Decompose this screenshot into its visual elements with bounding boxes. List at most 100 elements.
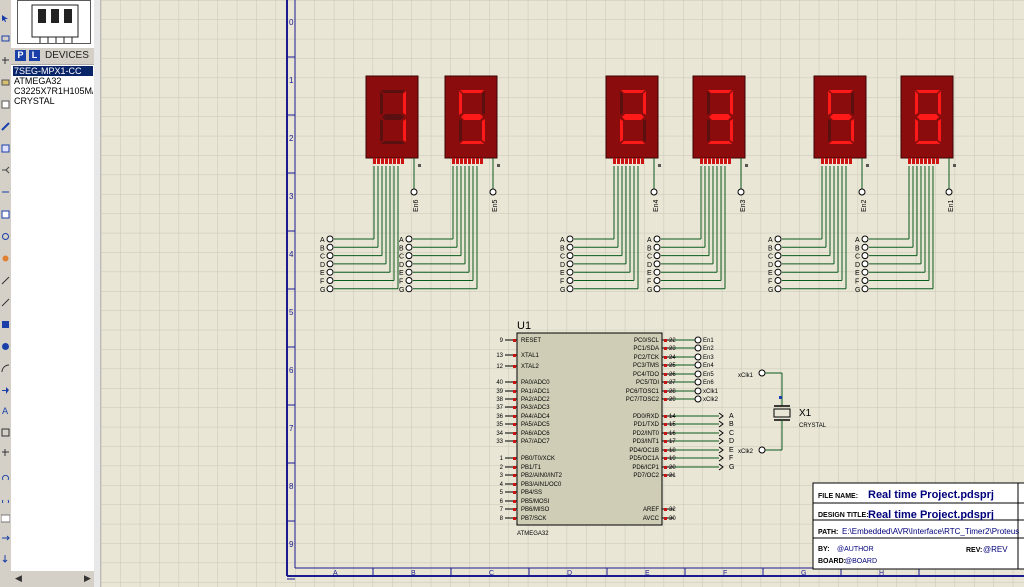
segment-terminal[interactable] (405, 285, 413, 293)
terminal-tool-icon[interactable] (1, 162, 10, 174)
segment-terminal[interactable] (861, 235, 869, 243)
segment-terminal[interactable] (405, 235, 413, 243)
segment-terminal[interactable] (653, 260, 661, 268)
graph-tool-icon[interactable] (1, 206, 10, 219)
net-terminal[interactable] (718, 463, 724, 471)
seven-segment-display[interactable] (813, 75, 869, 167)
enable-terminal[interactable] (650, 188, 658, 196)
segment-terminal[interactable] (566, 268, 574, 276)
segment-terminal[interactable] (653, 243, 661, 251)
segment-terminal[interactable] (774, 285, 782, 293)
enable-terminal[interactable] (858, 188, 866, 196)
generator-tool-icon[interactable] (1, 250, 10, 262)
segment-terminal[interactable] (326, 243, 334, 251)
segment-terminal[interactable] (653, 252, 661, 260)
crystal-terminal-top[interactable] (758, 369, 766, 377)
segment-terminal[interactable] (653, 235, 661, 243)
net-terminal[interactable] (718, 412, 724, 420)
arc-tool-icon[interactable] (1, 360, 10, 373)
segment-terminal[interactable] (566, 252, 574, 260)
library-manager-button[interactable]: L (29, 50, 40, 61)
segment-terminal[interactable] (861, 268, 869, 276)
wire-label-tool-icon[interactable] (1, 74, 10, 86)
angle-field-icon[interactable] (0, 510, 11, 523)
segment-terminal[interactable] (774, 243, 782, 251)
net-terminal[interactable] (694, 361, 702, 369)
net-terminal[interactable] (718, 437, 724, 445)
net-terminal[interactable] (694, 395, 702, 403)
segment-terminal[interactable] (326, 252, 334, 260)
segment-terminal[interactable] (326, 235, 334, 243)
mirror-y-icon[interactable] (1, 550, 10, 563)
pointer-tool-icon[interactable] (1, 10, 10, 22)
junction-tool-icon[interactable] (1, 52, 10, 64)
line-tool-icon[interactable] (1, 294, 10, 307)
segment-terminal[interactable] (774, 277, 782, 284)
net-terminal[interactable] (718, 446, 724, 454)
net-terminal[interactable] (694, 378, 702, 386)
text-script-tool-icon[interactable] (1, 96, 10, 109)
device-list-item[interactable]: CRYSTAL (14, 96, 55, 106)
seven-segment-display[interactable] (605, 75, 661, 167)
segment-terminal[interactable] (774, 252, 782, 260)
enable-terminal[interactable] (945, 188, 953, 196)
net-terminal[interactable] (718, 420, 724, 428)
seven-segment-display[interactable] (900, 75, 956, 167)
circle-tool-icon[interactable] (1, 338, 10, 350)
device-list-item[interactable]: 7SEG-MPX1-CC (13, 66, 93, 76)
net-terminal[interactable] (694, 344, 702, 352)
device-list-item[interactable]: ATMEGA32 (14, 76, 62, 86)
scroll-right-icon[interactable]: ▶ (84, 573, 91, 583)
subcircuit-tool-icon[interactable] (1, 140, 10, 153)
segment-terminal[interactable] (326, 277, 334, 284)
rotate-ccw-icon[interactable] (1, 490, 10, 506)
panel-splitter[interactable] (94, 0, 101, 587)
enable-terminal[interactable] (737, 188, 745, 196)
seven-segment-display[interactable] (444, 75, 500, 167)
rotate-cw-icon[interactable] (1, 470, 10, 481)
box-tool-icon[interactable] (1, 316, 10, 328)
net-terminal[interactable] (718, 429, 724, 437)
net-terminal[interactable] (694, 370, 702, 378)
symbol-tool-icon[interactable] (1, 424, 10, 437)
segment-terminal[interactable] (653, 277, 661, 284)
crystal-terminal-bottom[interactable] (758, 446, 766, 454)
text-tool-icon[interactable]: A (1, 402, 10, 417)
enable-terminal[interactable] (489, 188, 497, 196)
segment-terminal[interactable] (861, 285, 869, 293)
segment-terminal[interactable] (326, 285, 334, 293)
segment-terminal[interactable] (326, 268, 334, 276)
segment-terminal[interactable] (861, 243, 869, 251)
bus-tool-icon[interactable] (1, 118, 10, 131)
segment-terminal[interactable] (861, 252, 869, 260)
mirror-x-icon[interactable] (1, 530, 10, 541)
segment-terminal[interactable] (566, 235, 574, 243)
marker-tool-icon[interactable] (1, 444, 10, 456)
segment-terminal[interactable] (861, 277, 869, 284)
segment-terminal[interactable] (774, 268, 782, 276)
tape-tool-icon[interactable] (1, 228, 10, 240)
seven-segment-display[interactable] (692, 75, 748, 167)
segment-terminal[interactable] (861, 260, 869, 268)
segment-terminal[interactable] (405, 252, 413, 260)
segment-terminal[interactable] (653, 285, 661, 293)
segment-terminal[interactable] (566, 285, 574, 293)
segment-terminal[interactable] (774, 260, 782, 268)
segment-terminal[interactable] (566, 260, 574, 268)
scroll-left-icon[interactable]: ◀ (15, 573, 22, 583)
segment-terminal[interactable] (653, 268, 661, 276)
net-terminal[interactable] (718, 454, 724, 462)
segment-terminal[interactable] (566, 277, 574, 284)
segment-terminal[interactable] (326, 260, 334, 268)
device-list-item[interactable]: C3225X7R1H105M/ (14, 86, 93, 96)
pin-tool-icon[interactable] (1, 184, 10, 193)
path-tool-icon[interactable] (1, 382, 10, 394)
segment-terminal[interactable] (405, 277, 413, 284)
panel-horizontal-scrollbar[interactable]: ◀ ▶ (11, 571, 94, 587)
segment-terminal[interactable] (405, 243, 413, 251)
segment-terminal[interactable] (405, 268, 413, 276)
enable-terminal[interactable] (410, 188, 418, 196)
